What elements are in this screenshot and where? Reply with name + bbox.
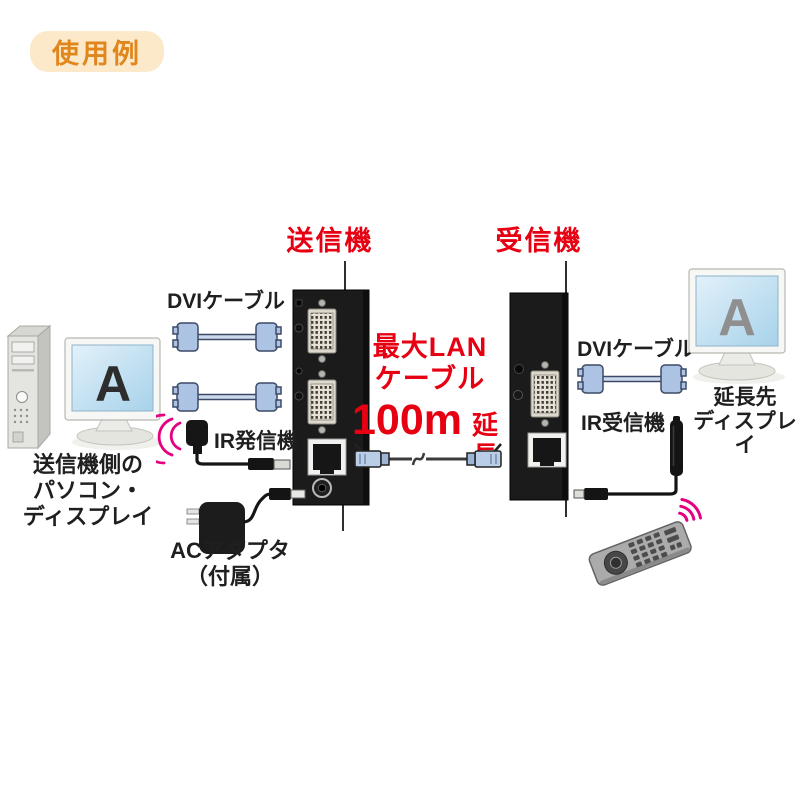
pc-tower-icon [6,324,52,450]
lan-distance: 100m [352,396,462,444]
source-pc-illustration: A [6,324,162,450]
dvi-cable-label-right: DVIケーブル [577,338,695,361]
panel-screw [513,390,523,400]
usage-example-badge: 使用例 [30,31,164,72]
dvi-port-icon [530,361,560,427]
receiver-label: 受信機 [495,226,583,256]
caption-line: 送信機側の [32,452,143,477]
lan-text-line2: ケーブル [374,364,486,394]
lan-text-line1: 最大LAN [372,332,488,362]
dvi-cable-label-left: DVIケーブル [167,290,285,313]
dvi-port-icon [307,299,337,363]
panel-screw [294,323,304,333]
ac-adapter-label: ACアダプタ [170,538,290,563]
receiver-device [509,261,569,517]
lan-port-icon [527,432,567,468]
ir-receiver-label: IR受信機 [581,412,665,435]
transmitter-device [292,261,370,531]
dvi-cable-icon [172,382,282,412]
ac-adapter-icon [186,488,306,554]
caption-line: 延長先 [713,386,777,409]
dvi-port-icon [307,370,337,434]
ac-adapter-note: （付属） [185,564,274,589]
ir-signal-waves-icon [156,413,182,465]
lan-cable-icon [354,443,502,468]
destination-screen-letter: A [718,289,756,347]
dvi-cable-icon [172,322,282,352]
destination-display-caption: 延長先 ディスプレイ [686,386,800,458]
panel-screw [294,391,304,401]
dvi-cable-icon [577,364,687,394]
caption-line: パソコン・ [32,478,143,503]
indicator-led [295,367,303,375]
source-pc-caption: 送信機側の パソコン・ ディスプレイ [8,452,168,530]
destination-monitor-icon: A [688,268,786,384]
ir-signal-waves-icon [678,498,702,522]
ir-transmitter-label: IR発信機 [214,430,298,453]
lan-extension-text: 最大LAN ケーブル 100m 延長 [352,331,508,471]
caption-line: ディスプレイ [22,504,154,529]
indicator-led [514,364,524,374]
source-screen-letter: A [95,356,131,412]
power-jack-icon [312,478,332,498]
caption-line: ディスプレイ [693,410,797,457]
ir-transmitter-icon [156,413,291,470]
lan-port-icon [307,438,347,476]
source-monitor-icon: A [64,337,162,450]
transmitter-label: 送信機 [286,226,374,256]
ac-adapter-caption: ACアダプタ （付属） [150,538,310,590]
badge-label: 使用例 [52,39,142,69]
indicator-led [295,299,303,307]
ir-receiver-icon [573,416,683,500]
remote-control-icon [588,498,702,586]
